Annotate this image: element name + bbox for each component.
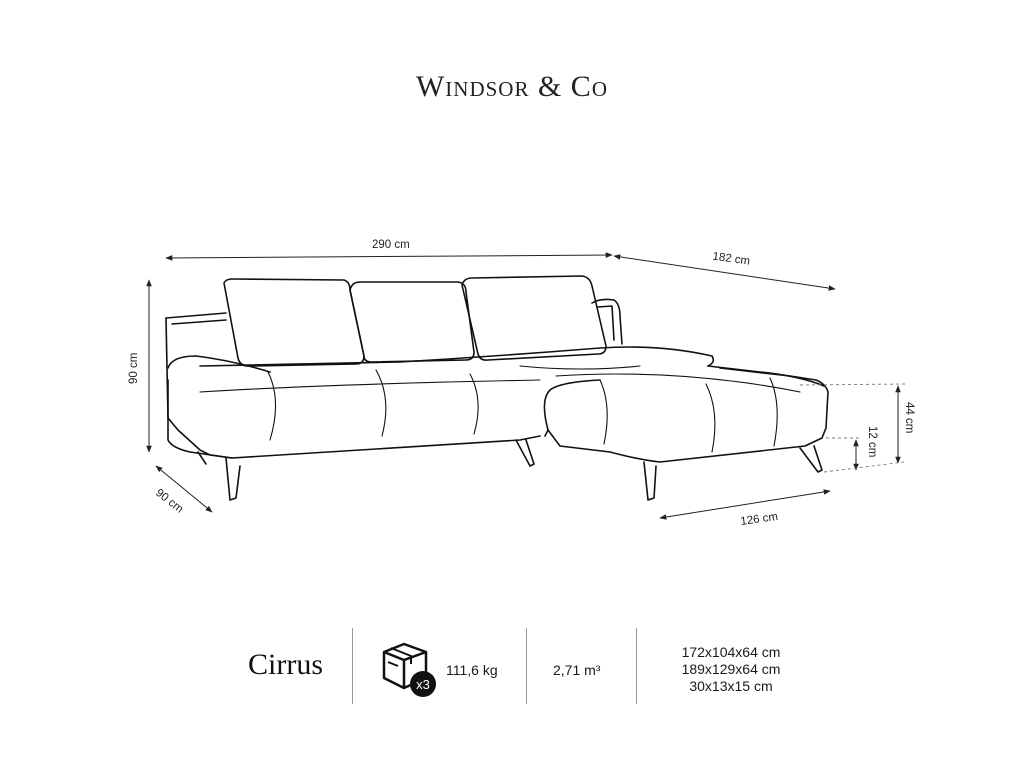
weight-value: 111,6 kg — [446, 662, 498, 678]
dim-depth-arrow — [155, 465, 213, 513]
dim-chaise-depth-label: 126 cm — [740, 511, 779, 528]
dim-guide-bottom — [823, 461, 905, 473]
divider — [636, 628, 637, 704]
dim-width-label: 290 cm — [372, 239, 410, 251]
brand-logo: Windsor & Co — [415, 70, 608, 103]
model-name: Cirrus — [248, 648, 323, 681]
dim-guide-top — [799, 383, 906, 386]
divider — [352, 628, 353, 704]
package-count: x3 — [416, 677, 430, 692]
product-info-bar: Cirrus x3 111,6 kg 2,71 m³ 172x104x64 cm… — [0, 626, 1024, 706]
dim-depth-label: 90 cm — [153, 487, 185, 516]
volume-value: 2,71 m³ — [553, 662, 601, 678]
dim-width-arrow — [165, 252, 613, 261]
package-dimension: 30x13x15 cm — [689, 678, 773, 694]
package-dimensions: 172x104x64 cm 189x129x64 cm 30x13x15 cm — [668, 644, 794, 695]
dim-chaise-label: 182 cm — [712, 251, 751, 268]
dim-chaise-depth-arrow — [659, 489, 831, 520]
dim-leg-height-label: 12 cm — [866, 426, 878, 457]
dim-seat-height-label: 44 cm — [903, 402, 915, 433]
divider — [526, 628, 527, 704]
sofa-outline — [165, 275, 829, 501]
package-dimension: 172x104x64 cm — [681, 644, 781, 660]
sofa-dimension-drawing: 290 cm 182 cm 90 cm 90 cm 126 cm 44 cm 1… — [128, 239, 915, 528]
dim-chaise-arrow — [613, 254, 836, 291]
dim-height-label: 90 cm — [128, 353, 140, 384]
package-box-icon: x3 — [382, 642, 436, 697]
package-dimension: 189x129x64 cm — [681, 661, 781, 677]
